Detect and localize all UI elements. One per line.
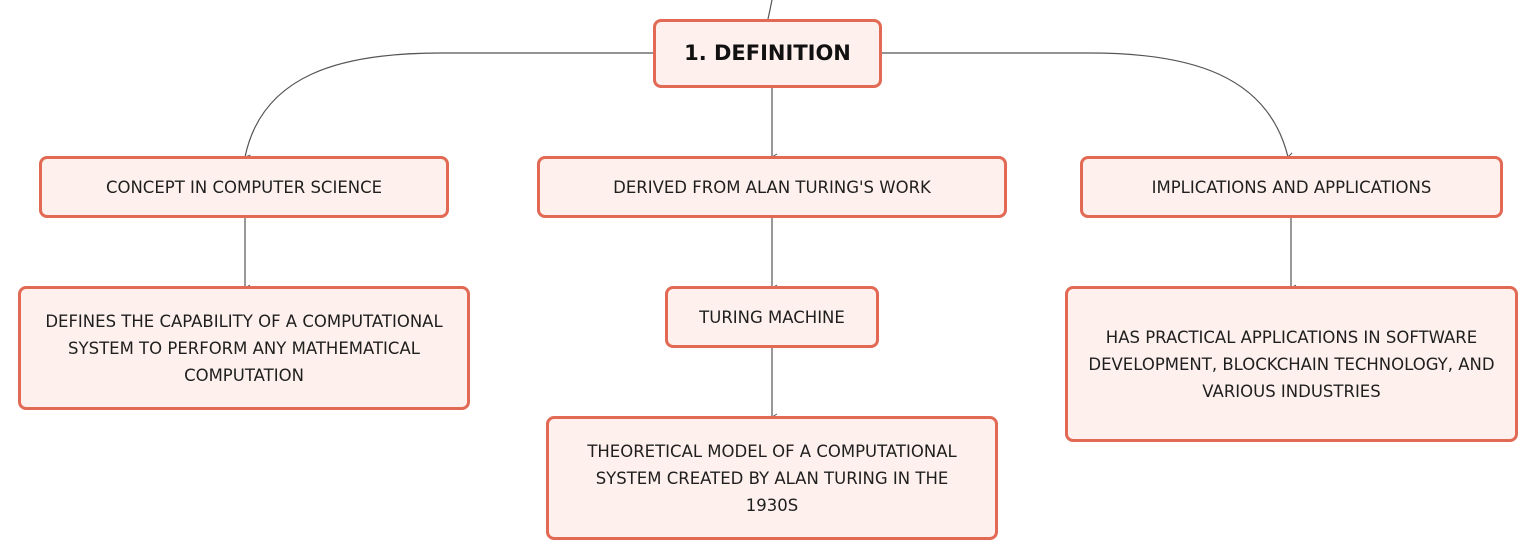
node-theoretical-model[interactable]: THEORETICAL MODEL OF A COMPUTATIONAL SYS… <box>546 416 998 540</box>
node-concept-in-computer-science[interactable]: CONCEPT IN COMPUTER SCIENCE <box>39 156 449 218</box>
connector-root-to-concept <box>244 52 655 162</box>
node-implications-and-applications[interactable]: IMPLICATIONS AND APPLICATIONS <box>1080 156 1503 218</box>
connector-root-to-implications <box>881 52 1294 160</box>
connector-from-above <box>767 0 773 20</box>
node-definition[interactable]: 1. DEFINITION <box>653 19 882 88</box>
node-derived-from-alan-turings-work[interactable]: DERIVED FROM ALAN TURING'S WORK <box>537 156 1007 218</box>
node-defines-capability[interactable]: DEFINES THE CAPABILITY OF A COMPUTATIONA… <box>18 286 470 410</box>
node-practical-applications[interactable]: HAS PRACTICAL APPLICATIONS IN SOFTWARE D… <box>1065 286 1518 442</box>
node-turing-machine[interactable]: TURING MACHINE <box>665 286 879 348</box>
